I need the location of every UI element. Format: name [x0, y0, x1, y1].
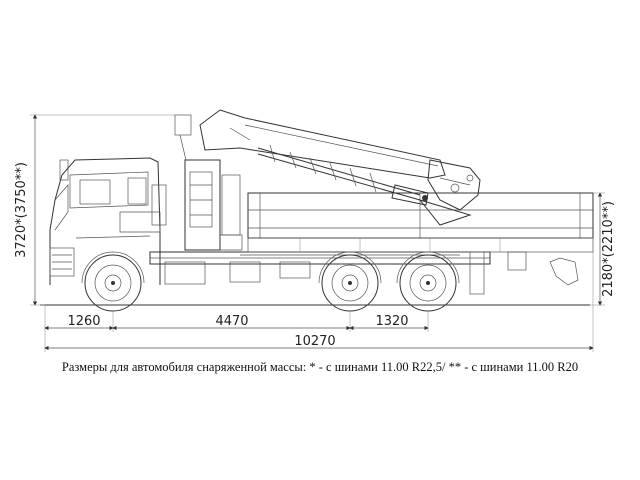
overall-length-label: 10270 [294, 334, 335, 349]
wheelbase-label: 4470 [215, 314, 248, 329]
length-dimensions: 1260 4470 1320 10270 [44, 238, 594, 352]
cargo-platform [247, 192, 594, 253]
crane-boom [199, 109, 481, 226]
rear-wheel-2 [396, 251, 460, 312]
crane-column [174, 114, 243, 251]
height-dimension: 3720*(3750**) [14, 114, 175, 306]
platform-height-label: 2180*(2210**) [601, 201, 616, 297]
auger-drill [257, 144, 429, 206]
front-overhang-label: 1260 [67, 314, 100, 329]
platform-height-dimension: 2180*(2210**) [590, 192, 616, 306]
rear-axle-spacing-label: 1320 [375, 314, 408, 329]
cab [49, 157, 167, 285]
caption: Размеры для автомобиля снаряженной массы… [61, 360, 579, 374]
overall-height-label: 3720*(3750**) [14, 162, 29, 258]
rear-wheel-1 [318, 251, 382, 312]
front-wheel [81, 251, 145, 312]
